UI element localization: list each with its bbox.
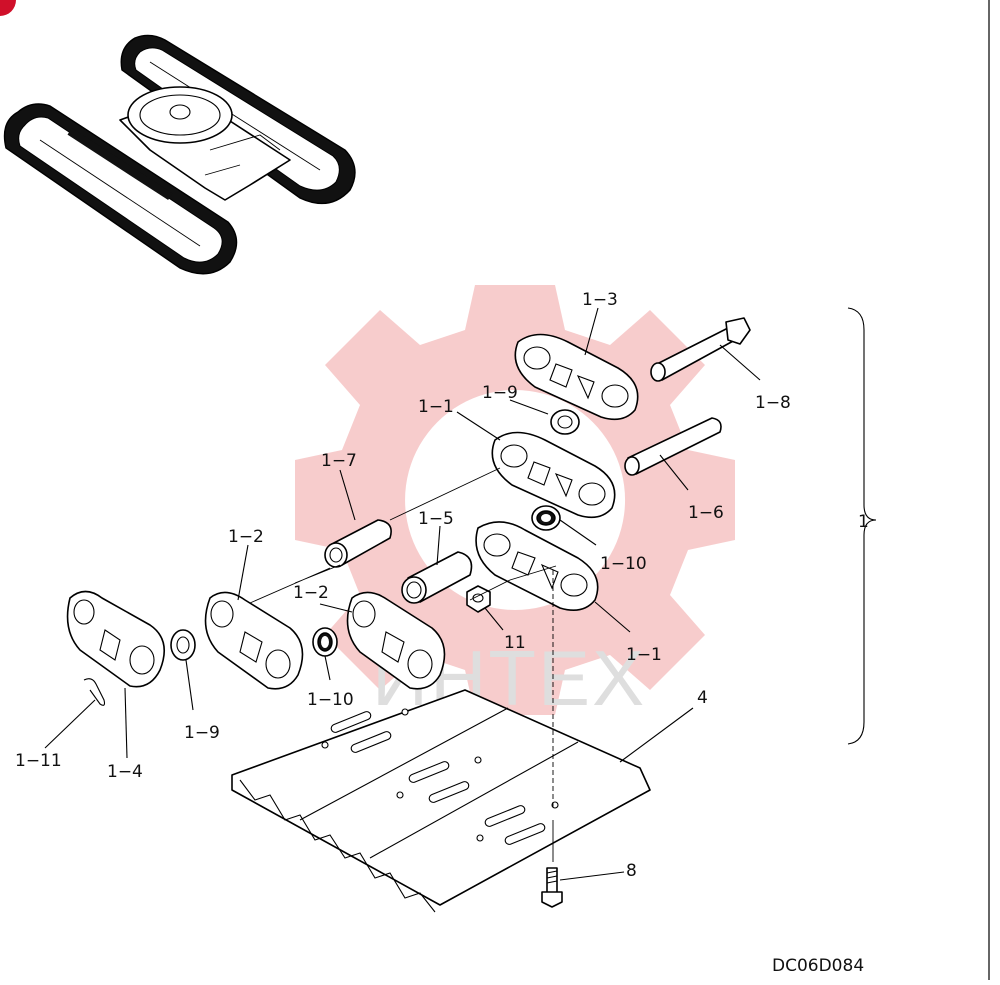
pin-part (624, 417, 722, 476)
label-bolt: 8 (626, 861, 637, 881)
label-master-link-left: 1−4 (107, 762, 143, 782)
master-link-part (514, 333, 639, 421)
label-seal-b: 1−10 (600, 554, 647, 574)
label-nut: 11 (504, 633, 526, 653)
label-spacer-b: 1−9 (482, 383, 518, 403)
label-assembly: 1 (858, 512, 869, 532)
swing-ring (127, 86, 233, 144)
label-pin: 1−6 (688, 503, 724, 523)
label-link-assembly-a: 1−1 (418, 397, 454, 417)
label-seal-a: 1−10 (307, 690, 354, 710)
track-rear (120, 34, 356, 205)
master-link-left-part (66, 590, 166, 688)
track-front (3, 103, 238, 275)
bolt-part (541, 867, 563, 908)
link-right-b-part (346, 591, 446, 690)
label-bushing: 1−5 (418, 509, 454, 529)
spacer-a-part (170, 629, 196, 661)
label-spacer-a: 1−9 (184, 723, 220, 743)
link-right-a-part (204, 591, 304, 690)
master-pin-part (650, 317, 751, 382)
link-assembly-a-part (491, 431, 616, 519)
master-bushing-part (324, 519, 392, 568)
diagram-code: DC06D084 (772, 956, 864, 976)
assembly-lines (249, 467, 557, 862)
seal-a-part (312, 627, 338, 657)
label-lock-pin: 1−11 (15, 751, 62, 771)
undercarriage-overview (3, 34, 356, 275)
label-link-right-b: 1−2 (293, 583, 329, 603)
callout-labels: 1−3 1−9 1−1 1−8 1−7 1−5 1−6 1 1−10 1−2 1… (15, 290, 869, 976)
spacer-b-part (550, 409, 580, 435)
track-shoes (231, 689, 651, 913)
bushing-part (401, 551, 473, 604)
label-link-right-a: 1−2 (228, 527, 264, 547)
assembly-brace (847, 307, 877, 745)
corner-mark (0, 0, 16, 16)
lock-pin-part (83, 678, 106, 706)
link-assembly-b-part (475, 521, 599, 611)
label-master-link: 1−3 (582, 290, 618, 310)
seal-b-part (531, 505, 561, 531)
label-master-pin: 1−8 (755, 393, 791, 413)
leader-lines (44, 307, 761, 881)
label-link-assembly-b: 1−1 (626, 645, 662, 665)
label-shoe: 4 (697, 688, 708, 708)
label-master-bushing: 1−7 (321, 451, 357, 471)
